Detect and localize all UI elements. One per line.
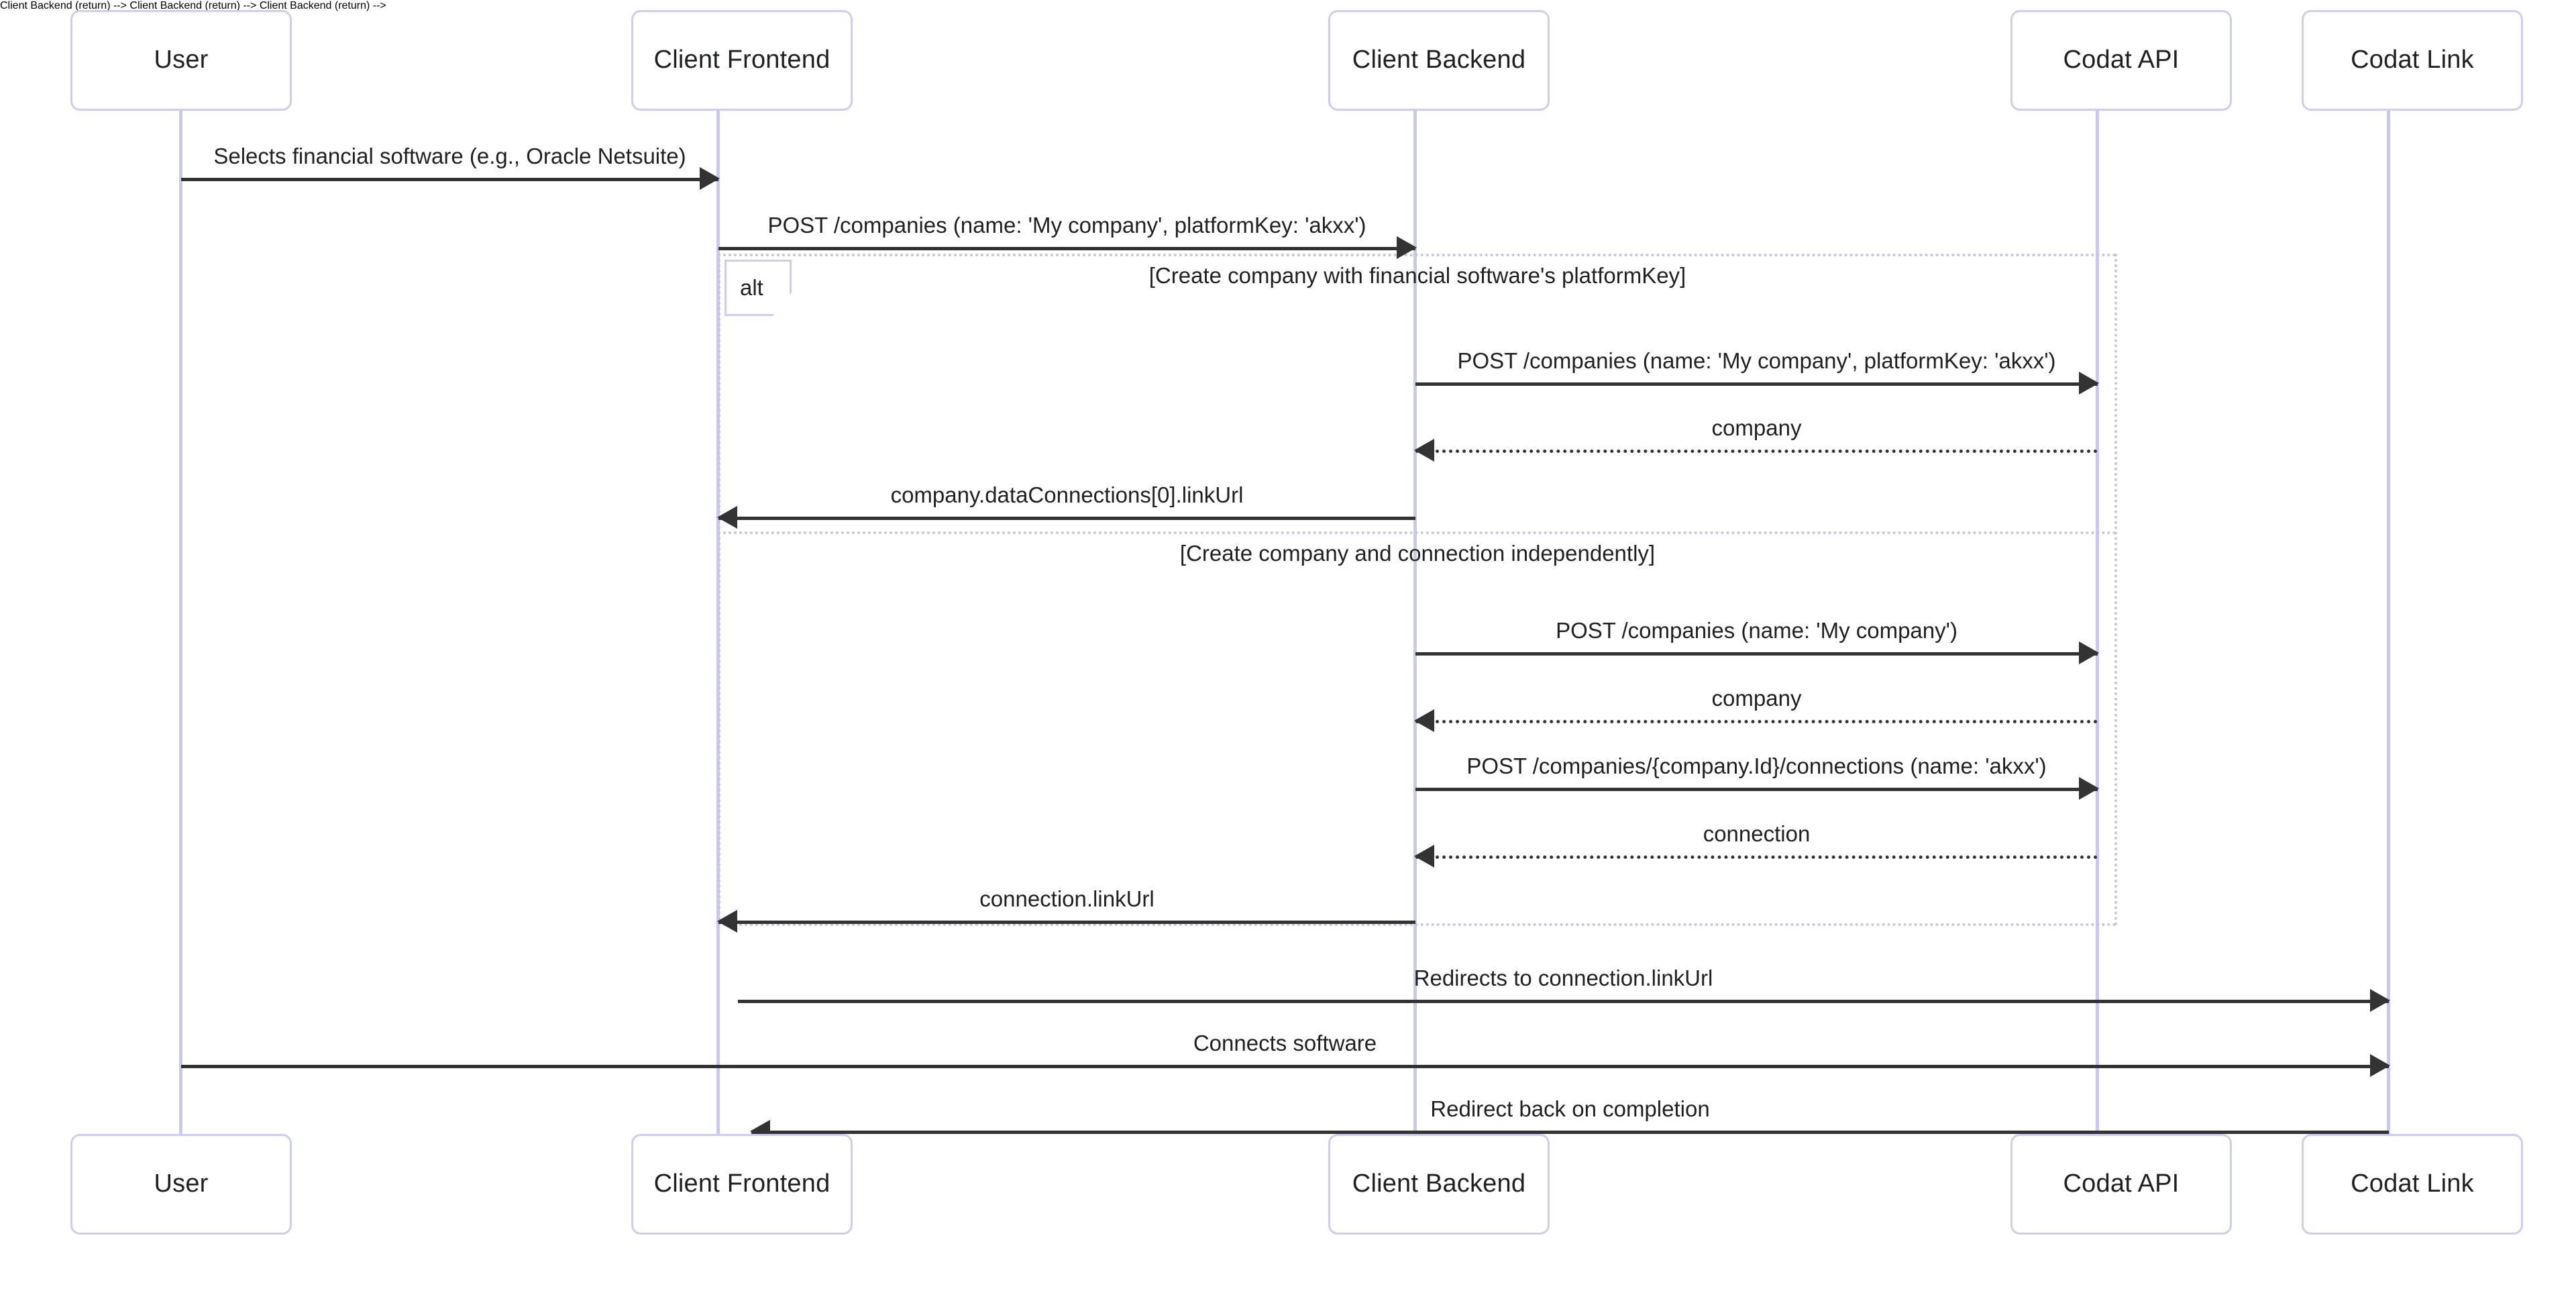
- message-label: connection: [1703, 821, 1811, 846]
- message-line: [738, 1000, 2389, 1003]
- arrowhead-right-icon: [1397, 236, 1417, 259]
- arrowhead-left-icon: [1414, 709, 1434, 732]
- message-label: company: [1711, 415, 1802, 440]
- alt-branch-condition-2: [Create company and connection independe…: [1179, 541, 1656, 566]
- actor-box-frontend-top[interactable]: Client Frontend: [631, 10, 853, 111]
- message-line: [718, 517, 1415, 520]
- message-label: company: [1711, 685, 1802, 711]
- message-line: [1415, 855, 2098, 859]
- actor-box-frontend-bottom[interactable]: Client Frontend: [631, 1134, 853, 1235]
- actor-box-link-bottom[interactable]: Codat Link: [2302, 1134, 2523, 1235]
- message-line: [181, 1065, 2389, 1068]
- actor-box-backend-top[interactable]: Client Backend: [1328, 10, 1550, 111]
- message-label: Selects financial software (e.g., Oracle…: [213, 143, 686, 168]
- actor-box-link-top[interactable]: Codat Link: [2302, 10, 2523, 111]
- lifeline-api: [2096, 109, 2099, 1135]
- message-label: Redirect back on completion: [1430, 1096, 1710, 1121]
- lifeline-user: [179, 109, 182, 1135]
- arrowhead-right-icon: [2079, 777, 2099, 800]
- alt-branch-divider: [718, 531, 2117, 534]
- message-line: [1415, 382, 2098, 386]
- message-line: [1415, 720, 2098, 723]
- actor-box-api-top[interactable]: Codat API: [2010, 10, 2232, 111]
- message-line: [751, 1131, 2389, 1134]
- message-label: POST /companies (name: 'My company', pla…: [767, 212, 1366, 238]
- lifeline-backend: [1413, 109, 1417, 1135]
- arrowhead-left-icon: [717, 506, 737, 529]
- message-label: connection.linkUrl: [979, 886, 1155, 911]
- message-line: [181, 178, 718, 181]
- arrowhead-right-icon: [2079, 372, 2099, 395]
- message-label: Redirects to connection.linkUrl: [1413, 965, 1713, 990]
- message-label: company.dataConnections[0].linkUrl: [890, 482, 1244, 507]
- lifeline-link: [2387, 109, 2390, 1135]
- message-line: [718, 247, 1415, 250]
- arrowhead-right-icon: [2079, 641, 2099, 664]
- actor-box-user-bottom[interactable]: User: [70, 1134, 292, 1235]
- message-line: [718, 921, 1415, 924]
- arrowhead-left-icon: [717, 910, 737, 933]
- alt-branch-condition-1: [Create company with financial software'…: [1148, 263, 1686, 288]
- arrowhead-right-icon: [2370, 989, 2390, 1012]
- message-label: POST /companies (name: 'My company', pla…: [1457, 348, 2056, 373]
- message-line: [1415, 652, 2098, 656]
- message-label: POST /companies (name: 'My company'): [1556, 617, 1957, 643]
- arrowhead-right-icon: [700, 167, 720, 190]
- arrowhead-right-icon: [2370, 1054, 2390, 1077]
- actor-box-backend-bottom[interactable]: Client Backend: [1328, 1134, 1550, 1235]
- message-label: POST /companies/{company.Id}/connections…: [1466, 753, 2047, 778]
- message-line: [1415, 450, 2098, 453]
- actor-box-api-bottom[interactable]: Codat API: [2010, 1134, 2232, 1235]
- message-line: [1415, 788, 2098, 791]
- actor-box-user-top[interactable]: User: [70, 10, 292, 111]
- message-label: Connects software: [1193, 1030, 1377, 1055]
- arrowhead-left-icon: [1414, 845, 1434, 868]
- arrowhead-left-icon: [1414, 439, 1434, 462]
